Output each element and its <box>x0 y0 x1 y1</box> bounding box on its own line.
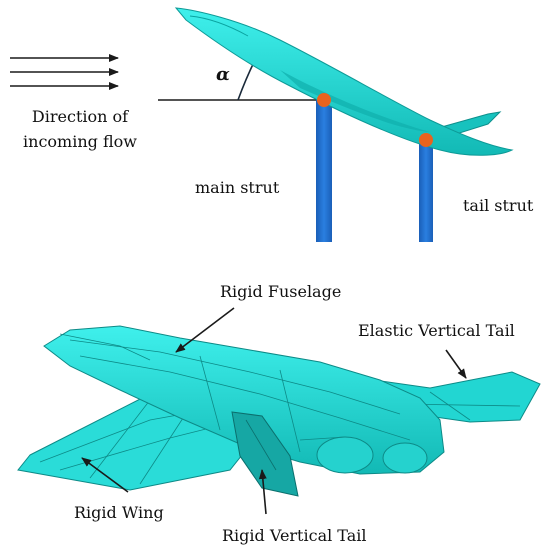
main-strut-label: main strut <box>195 178 280 197</box>
aircraft-side-view <box>174 7 514 156</box>
side-fuselage <box>174 7 514 156</box>
tail-pivot <box>419 133 433 147</box>
wing-pointer <box>81 457 129 493</box>
angle-symbol: α <box>216 64 230 85</box>
flow-label-line1: Direction of <box>32 107 129 126</box>
engine-nacelle-left <box>316 436 374 474</box>
rigid-vertical-tail-surface <box>231 411 299 497</box>
engine-nacelle-right <box>382 442 428 474</box>
elastic-tail-pointer <box>445 349 467 379</box>
main-strut <box>316 100 332 242</box>
main-pivot <box>317 93 331 107</box>
elastic-vertical-tail-label: Elastic Vertical Tail <box>358 321 515 340</box>
fuselage-pointer <box>175 307 235 353</box>
rigid-vertical-tail-label: Rigid Vertical Tail <box>222 526 367 545</box>
rigid-fuselage-label: Rigid Fuselage <box>220 282 341 301</box>
aircraft-3d-view <box>17 325 541 497</box>
vertical-tail-pointer <box>258 469 267 515</box>
flow-arrows <box>10 54 119 90</box>
flow-label-line2: incoming flow <box>23 132 137 151</box>
rigid-wing-label: Rigid Wing <box>74 503 164 522</box>
side-canopy-line <box>189 15 249 37</box>
tail-strut-label: tail strut <box>463 196 534 215</box>
tail-strut <box>419 140 433 242</box>
